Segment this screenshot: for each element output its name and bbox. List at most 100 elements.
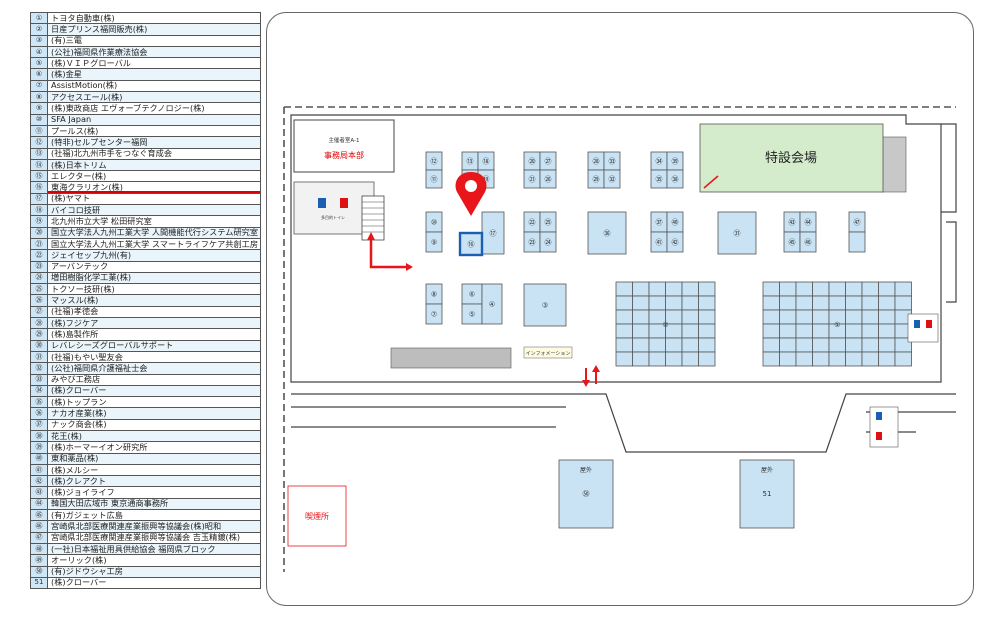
grid-booth-cell[interactable]: [828, 281, 846, 297]
booth-b48x[interactable]: [848, 231, 866, 253]
grid-booth-cell[interactable]: [861, 309, 879, 325]
grid-booth-cell[interactable]: [698, 281, 716, 297]
grid-booth-cell[interactable]: [681, 323, 699, 339]
booth-b36[interactable]: [587, 211, 627, 255]
booth-b31[interactable]: [717, 211, 757, 255]
grid-booth-cell[interactable]: [845, 295, 863, 311]
booth-b42[interactable]: [666, 231, 684, 253]
grid-booth-cell[interactable]: [894, 295, 912, 311]
grid-booth-cell[interactable]: [845, 337, 863, 353]
grid-booth-cell[interactable]: [878, 295, 896, 311]
grid-booth-cell[interactable]: [665, 351, 683, 367]
grid-booth-cell[interactable]: [698, 323, 716, 339]
grid-booth-cell[interactable]: [861, 295, 879, 311]
booth-b3[interactable]: [523, 283, 567, 327]
grid-booth-cell[interactable]: [894, 351, 912, 367]
grid-booth-cell[interactable]: [861, 337, 879, 353]
grid-booth-cell[interactable]: [698, 351, 716, 367]
grid-booth-cell[interactable]: [812, 323, 830, 339]
exhibitor-row: ㊺(有)ガジェット広島: [30, 509, 261, 522]
booth-b4[interactable]: [481, 283, 503, 325]
booth-b11[interactable]: [425, 169, 443, 189]
grid-booth-cell[interactable]: [828, 351, 846, 367]
grid-booth-cell[interactable]: [762, 337, 780, 353]
grid-booth-cell[interactable]: [648, 337, 666, 353]
grid-booth-cell[interactable]: [779, 295, 797, 311]
grid-booth-cell[interactable]: [795, 281, 813, 297]
grid-booth-cell[interactable]: [779, 351, 797, 367]
grid-booth-cell[interactable]: [665, 281, 683, 297]
booth-b7[interactable]: [425, 303, 443, 325]
grid-booth-cell[interactable]: [878, 351, 896, 367]
grid-booth-cell[interactable]: [845, 351, 863, 367]
grid-booth-cell[interactable]: [812, 337, 830, 353]
grid-booth-cell[interactable]: [615, 323, 633, 339]
grid-booth-cell[interactable]: [762, 295, 780, 311]
grid-booth-cell[interactable]: [795, 337, 813, 353]
booth-b24[interactable]: [539, 231, 557, 253]
grid-booth-cell[interactable]: [861, 351, 879, 367]
grid-booth-cell[interactable]: [762, 281, 780, 297]
grid-booth-cell[interactable]: [812, 281, 830, 297]
grid-booth-cell[interactable]: [861, 281, 879, 297]
grid-booth-cell[interactable]: [632, 295, 650, 311]
grid-booth-cell[interactable]: [615, 281, 633, 297]
booth-b38[interactable]: [666, 169, 684, 189]
grid-booth-cell[interactable]: [698, 337, 716, 353]
grid-booth-cell[interactable]: [779, 323, 797, 339]
grid-booth-cell[interactable]: [665, 295, 683, 311]
grid-booth-cell[interactable]: [795, 351, 813, 367]
grid-booth-cell[interactable]: [681, 281, 699, 297]
grid-booth-cell[interactable]: [828, 337, 846, 353]
grid-booth-cell[interactable]: [681, 309, 699, 325]
grid-booth-cell[interactable]: [681, 295, 699, 311]
outdoor-booth-right[interactable]: [739, 459, 795, 529]
grid-booth-cell[interactable]: [779, 281, 797, 297]
grid-booth-cell[interactable]: [698, 309, 716, 325]
grid-booth-cell[interactable]: [812, 295, 830, 311]
outdoor-booth-left[interactable]: [558, 459, 614, 529]
grid-booth-cell[interactable]: [861, 323, 879, 339]
grid-booth-cell[interactable]: [681, 337, 699, 353]
grid-booth-cell[interactable]: [681, 351, 699, 367]
grid-booth-cell[interactable]: [845, 309, 863, 325]
grid-booth-cell[interactable]: [878, 323, 896, 339]
booth-b26[interactable]: [539, 169, 557, 189]
grid-booth-cell[interactable]: [795, 323, 813, 339]
grid-booth-cell[interactable]: [698, 295, 716, 311]
grid-booth-cell[interactable]: [632, 351, 650, 367]
grid-booth-cell[interactable]: [795, 295, 813, 311]
grid-booth-cell[interactable]: [812, 351, 830, 367]
booth-number: ㉙: [593, 176, 600, 184]
grid-booth-cell[interactable]: [648, 351, 666, 367]
grid-booth-cell[interactable]: [779, 309, 797, 325]
grid-booth-cell[interactable]: [648, 295, 666, 311]
grid-booth-cell[interactable]: [779, 337, 797, 353]
booth-b32[interactable]: [603, 169, 621, 189]
grid-booth-cell[interactable]: [632, 309, 650, 325]
grid-booth-cell[interactable]: [878, 281, 896, 297]
grid-booth-cell[interactable]: [845, 281, 863, 297]
grid-booth-cell[interactable]: [845, 323, 863, 339]
grid-booth-cell[interactable]: [828, 295, 846, 311]
grid-booth-cell[interactable]: [762, 309, 780, 325]
grid-booth-cell[interactable]: [632, 281, 650, 297]
grid-booth-cell[interactable]: [648, 281, 666, 297]
grid-booth-cell[interactable]: [615, 309, 633, 325]
grid-booth-cell[interactable]: [762, 351, 780, 367]
grid-booth-cell[interactable]: [894, 281, 912, 297]
grid-booth-cell[interactable]: [795, 309, 813, 325]
grid-booth-cell[interactable]: [878, 309, 896, 325]
booth-b46[interactable]: [799, 231, 817, 253]
exhibitor-name: レバレシーズグローバルサポート: [47, 339, 261, 352]
grid-booth-cell[interactable]: [615, 351, 633, 367]
grid-booth-cell[interactable]: [762, 323, 780, 339]
grid-booth-cell[interactable]: [632, 337, 650, 353]
grid-booth-cell[interactable]: [665, 337, 683, 353]
grid-booth-cell[interactable]: [878, 337, 896, 353]
grid-booth-cell[interactable]: [615, 337, 633, 353]
grid-booth-cell[interactable]: [632, 323, 650, 339]
grid-booth-cell[interactable]: [615, 295, 633, 311]
grid-booth-cell[interactable]: [812, 309, 830, 325]
booth-b9[interactable]: [425, 231, 443, 253]
